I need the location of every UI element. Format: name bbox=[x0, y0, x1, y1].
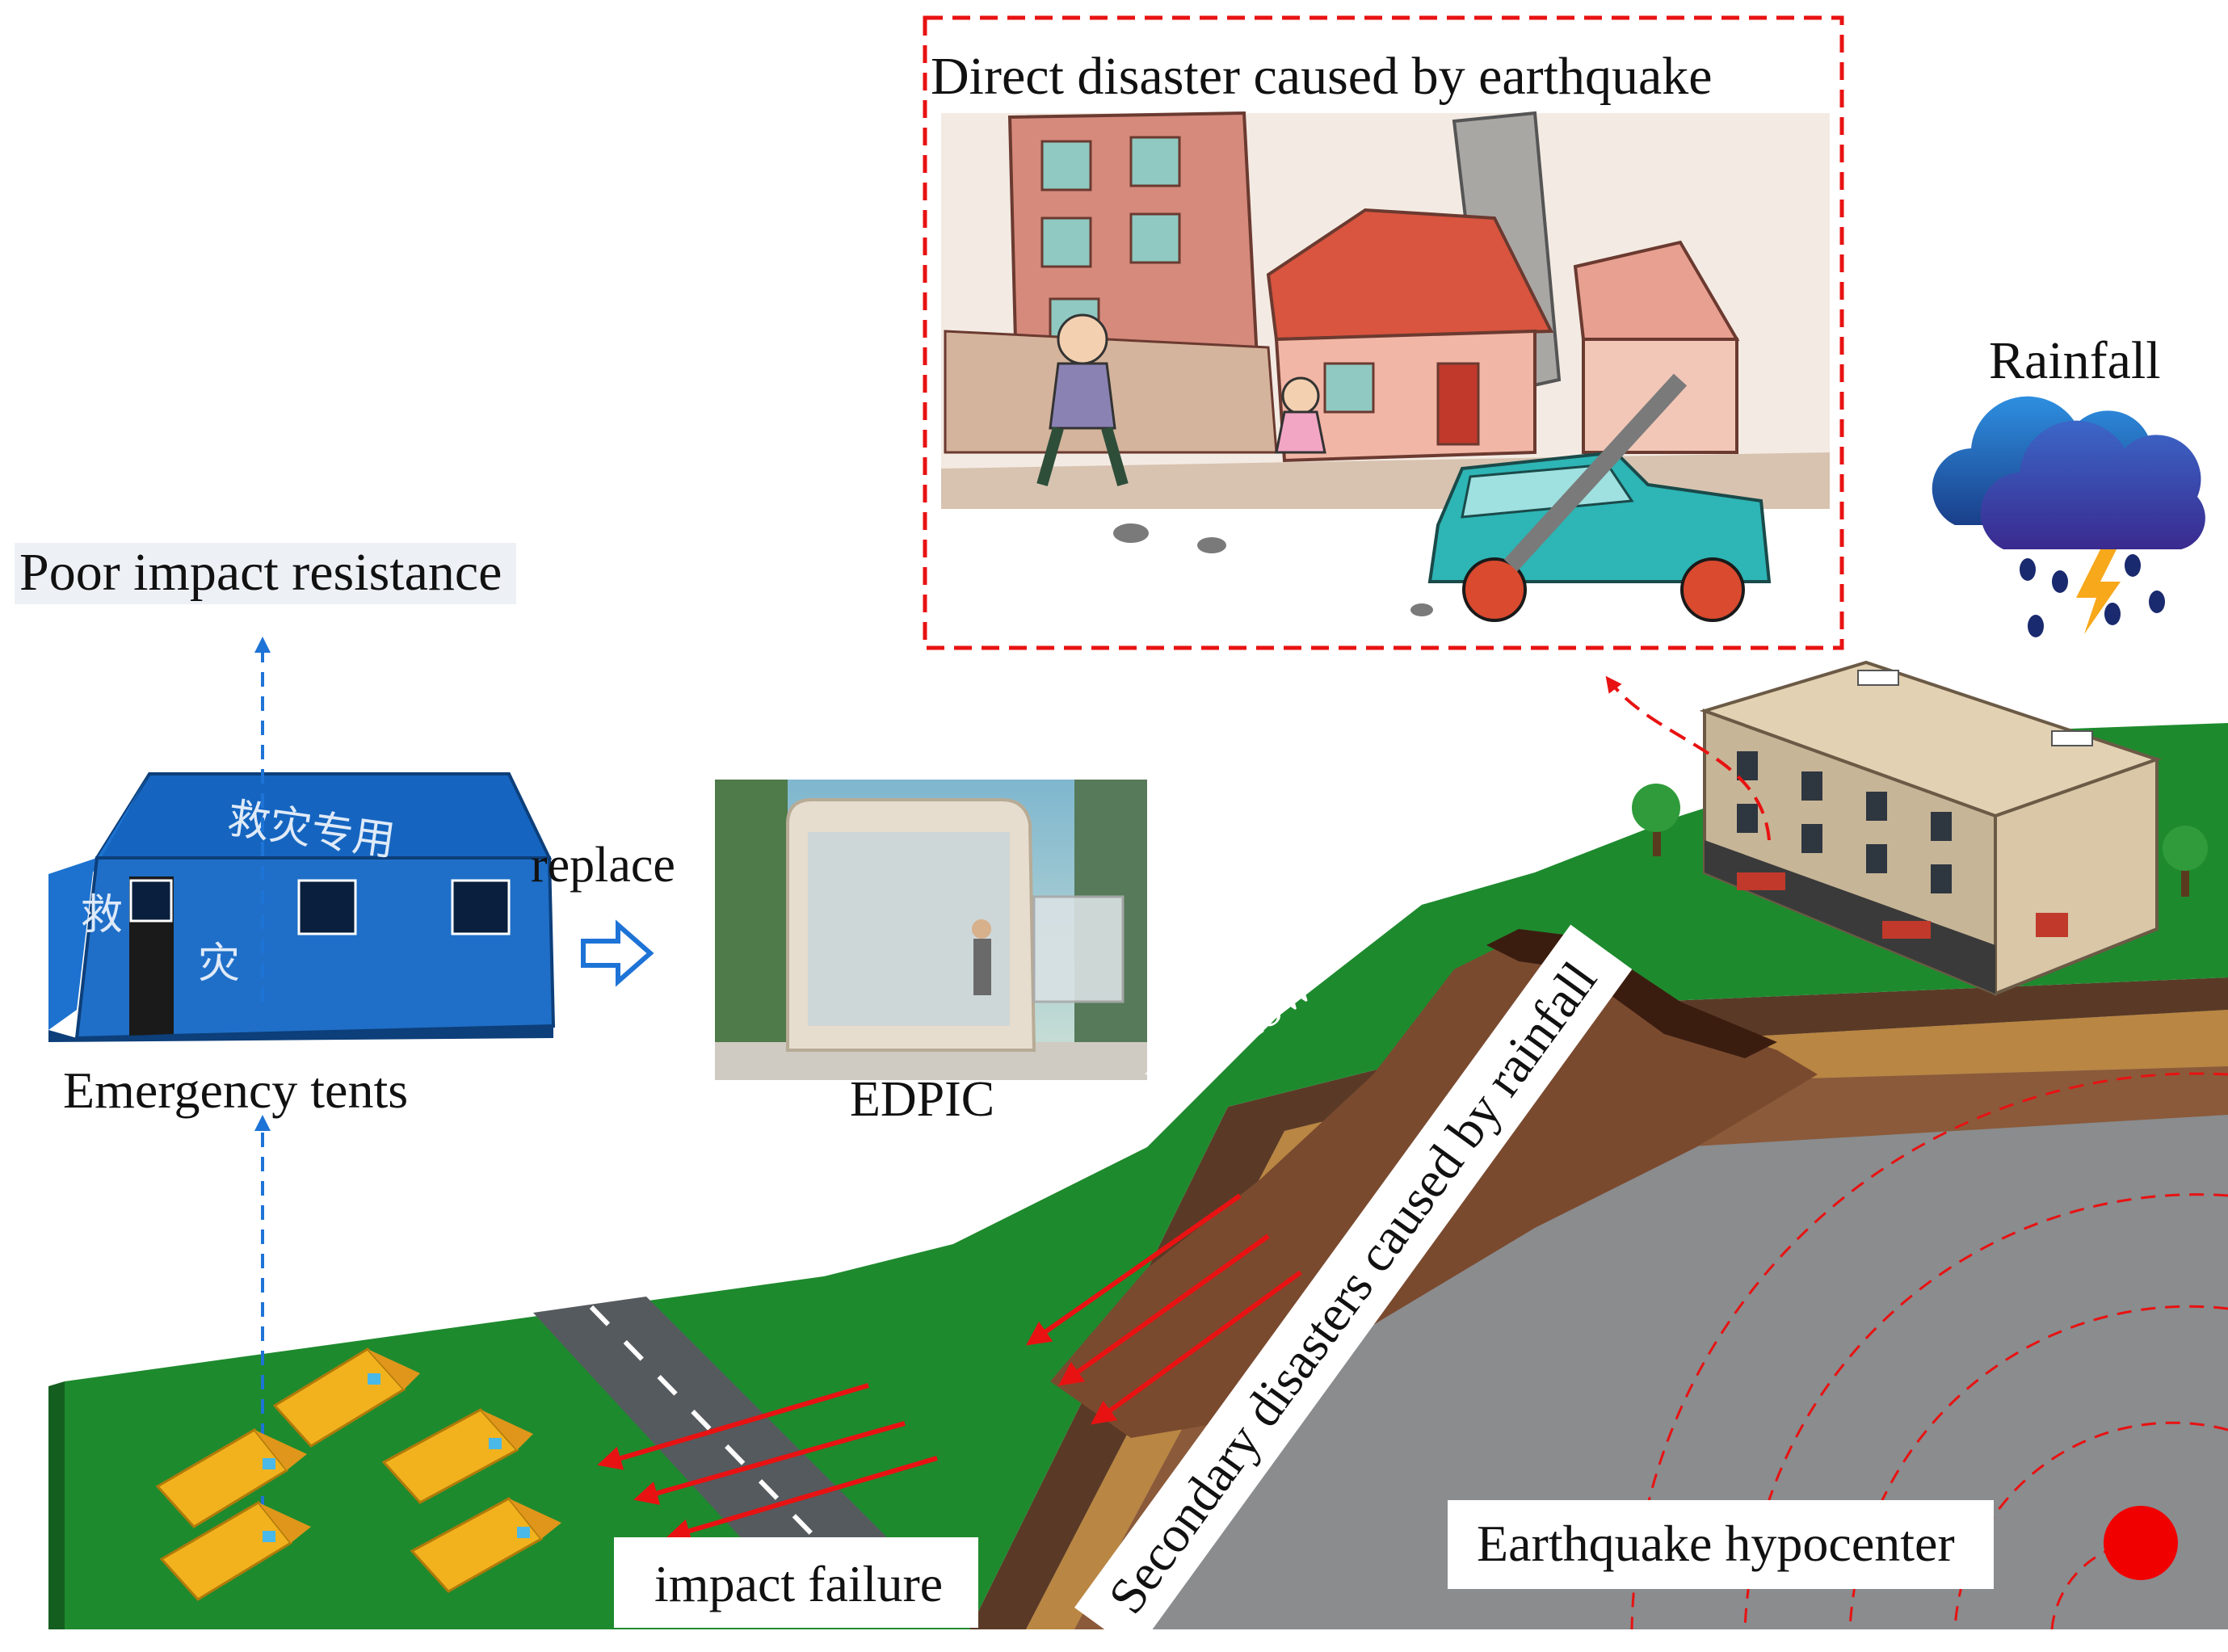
earthquake-damage-illustration bbox=[941, 111, 1830, 622]
building-to-disaster-arrow bbox=[1605, 675, 1771, 841]
tent-wall-sign-2: 灾 bbox=[198, 939, 240, 988]
ground-edge bbox=[48, 1381, 65, 1629]
rainfall-label: Rainfall bbox=[1989, 331, 2161, 390]
edpic-capsule-icon bbox=[715, 780, 1147, 1080]
impact-failure-label: impact failure bbox=[614, 1537, 979, 1628]
road bbox=[533, 1297, 905, 1575]
poor-impact-resistance-label: Poor impact resistance bbox=[15, 543, 517, 604]
yellow-tent-icon bbox=[155, 1347, 561, 1601]
edpic-label: EDPIC bbox=[850, 1072, 995, 1127]
tent-wall-sign-1: 救 bbox=[81, 891, 123, 939]
replace-arrow bbox=[581, 919, 654, 987]
blue-tent-icon bbox=[48, 772, 556, 1042]
road-center-dashes bbox=[589, 1305, 843, 1566]
emergency-tents-label: Emergency tents bbox=[63, 1061, 409, 1119]
earthquake-hypocenter-label: Earthquake hypocenter bbox=[1448, 1500, 1994, 1589]
lightning-icon bbox=[2076, 549, 2121, 634]
direct-disaster-label: Direct disaster caused by earthquake bbox=[931, 47, 1713, 106]
building-icon bbox=[1699, 660, 2163, 996]
replace-label: replace bbox=[531, 838, 675, 893]
hypocenter-dot-icon bbox=[2104, 1506, 2178, 1580]
direct-disaster-frame bbox=[923, 15, 1844, 650]
rain-cloud-icon bbox=[1932, 396, 2205, 637]
trees bbox=[1632, 784, 2208, 897]
debris-flow-arrows bbox=[597, 1193, 1302, 1543]
ground-green bbox=[65, 723, 2228, 1629]
